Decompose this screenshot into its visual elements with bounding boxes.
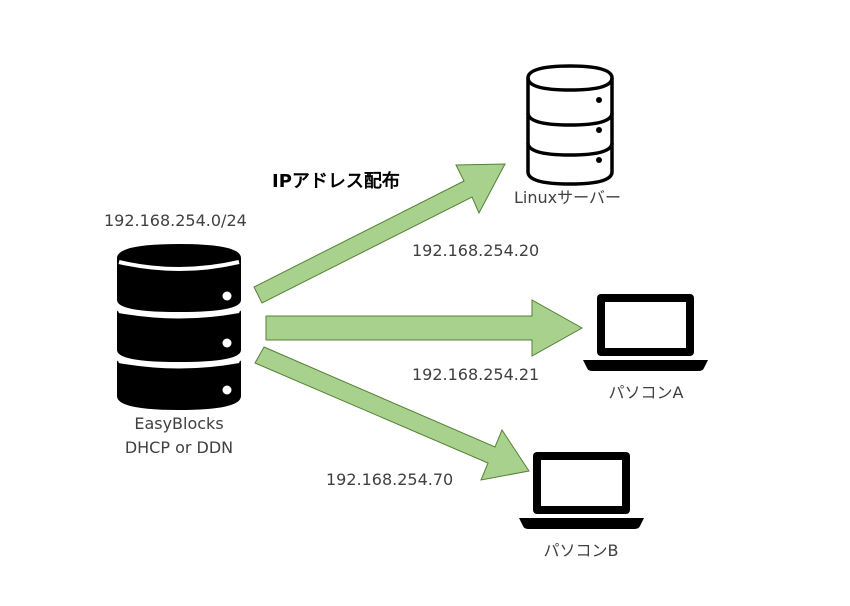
laptop-b-icon [519, 452, 644, 529]
easyblocks-server-icon [117, 244, 241, 410]
pc-a-label: パソコンA [608, 383, 684, 402]
linux-server-ip: 192.168.254.20 [412, 241, 540, 260]
arrow-to-pc-b [254, 346, 530, 481]
subnet-label: 192.168.254.0/24 [104, 211, 247, 230]
pc-b-label: パソコンB [543, 541, 619, 560]
pc-b-ip: 192.168.254.70 [326, 470, 454, 489]
laptop-a-icon [583, 294, 708, 371]
linux-server-icon [526, 64, 614, 186]
diagram-title: IPアドレス配布 [272, 171, 400, 192]
arrow-to-pc-a [265, 299, 584, 357]
pc-a-ip: 192.168.254.21 [412, 365, 540, 384]
server-name-label: EasyBlocks [134, 414, 224, 433]
arrow-to-linux-server [253, 163, 506, 304]
server-role-label: DHCP or DDN [124, 438, 234, 457]
linux-server-label: Linuxサーバー [514, 188, 621, 207]
